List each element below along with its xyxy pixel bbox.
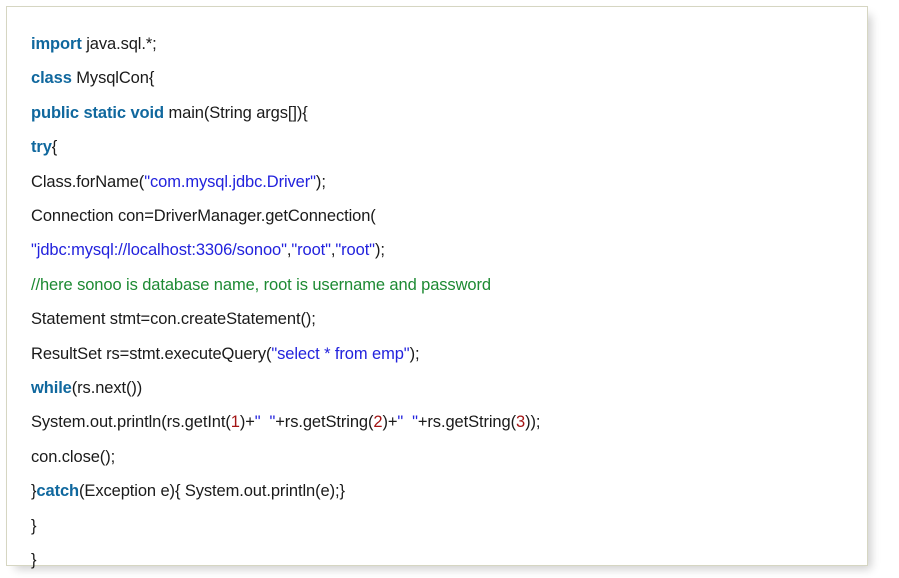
code-token-string: " " [254,413,276,432]
code-token-number: 2 [373,413,383,432]
code-token-plain: { [51,138,58,157]
code-token-keyword: public static void [31,103,164,122]
code-token-plain: , [330,241,336,260]
code-block[interactable]: import java.sql.*;class MysqlCon{public … [7,7,867,578]
code-token-plain: ); [409,344,420,363]
code-token-plain: ); [374,241,385,260]
code-token-string: "jdbc:mysql://localhost:3306/sonoo" [31,241,287,260]
code-line: ResultSet rs=stmt.executeQuery("select *… [31,337,867,371]
code-snippet-card: import java.sql.*;class MysqlCon{public … [6,6,868,569]
code-token-plain: )+ [382,413,398,432]
code-token-plain: , [286,241,292,260]
code-token-plain: Connection con=DriverManager.getConnecti… [31,207,376,226]
code-token-plain: )); [525,413,541,432]
code-token-plain: } [31,516,37,535]
code-token-plain: java.sql.*; [81,35,157,53]
code-token-plain: } [31,551,37,570]
code-token-keyword: import [31,35,82,53]
code-line: //here sonoo is database name, root is u… [31,268,867,302]
code-token-keyword: class [31,69,72,88]
code-line: Class.forName("com.mysql.jdbc.Driver"); [31,165,867,199]
code-token-plain: +rs.getString( [275,413,374,432]
code-token-keyword: try [31,138,52,157]
code-token-plain: main(String args[]){ [163,103,308,122]
code-token-string: "root" [291,241,331,260]
code-token-plain: +rs.getString( [417,413,516,432]
code-line: class MysqlCon{ [31,61,867,95]
code-token-plain: ); [315,172,326,191]
code-token-plain: con.close(); [31,447,116,466]
code-token-plain: MysqlCon{ [71,69,155,88]
code-line: public static void main(String args[]){ [31,96,867,130]
code-token-plain: )+ [239,413,255,432]
code-token-string: " " [397,413,418,432]
code-line: "jdbc:mysql://localhost:3306/sonoo","roo… [31,233,867,267]
code-line: while(rs.next()) [31,371,867,405]
code-token-plain: (rs.next()) [71,379,143,398]
code-token-plain: System.out.println(rs.getInt( [31,413,231,432]
code-token-comment: //here sonoo is database name, root is u… [31,275,491,294]
code-line: import java.sql.*; [31,27,867,61]
code-token-keyword: while [31,379,72,398]
code-token-string: "select * from emp" [271,344,410,363]
code-token-number: 1 [230,413,240,432]
code-line: try{ [31,130,867,164]
code-token-string: "com.mysql.jdbc.Driver" [144,172,316,191]
code-token-plain: ResultSet rs=stmt.executeQuery( [31,344,272,363]
code-line: } [31,509,867,543]
code-token-keyword: catch [36,482,80,501]
code-token-plain: } [31,482,37,501]
code-line: Statement stmt=con.createStatement(); [31,302,867,336]
code-line: Connection con=DriverManager.getConnecti… [31,199,867,233]
code-token-number: 3 [515,413,526,432]
code-line: con.close(); [31,440,867,474]
code-token-plain: (Exception e){ System.out.println(e);} [79,482,345,501]
code-line: } [31,543,867,577]
code-line: }catch(Exception e){ System.out.println(… [31,474,867,508]
code-token-plain: Class.forName( [31,172,145,191]
code-line: System.out.println(rs.getInt(1)+" "+rs.g… [31,405,867,439]
code-token-plain: Statement stmt=con.createStatement(); [31,310,316,329]
code-token-string: "root" [335,241,375,260]
